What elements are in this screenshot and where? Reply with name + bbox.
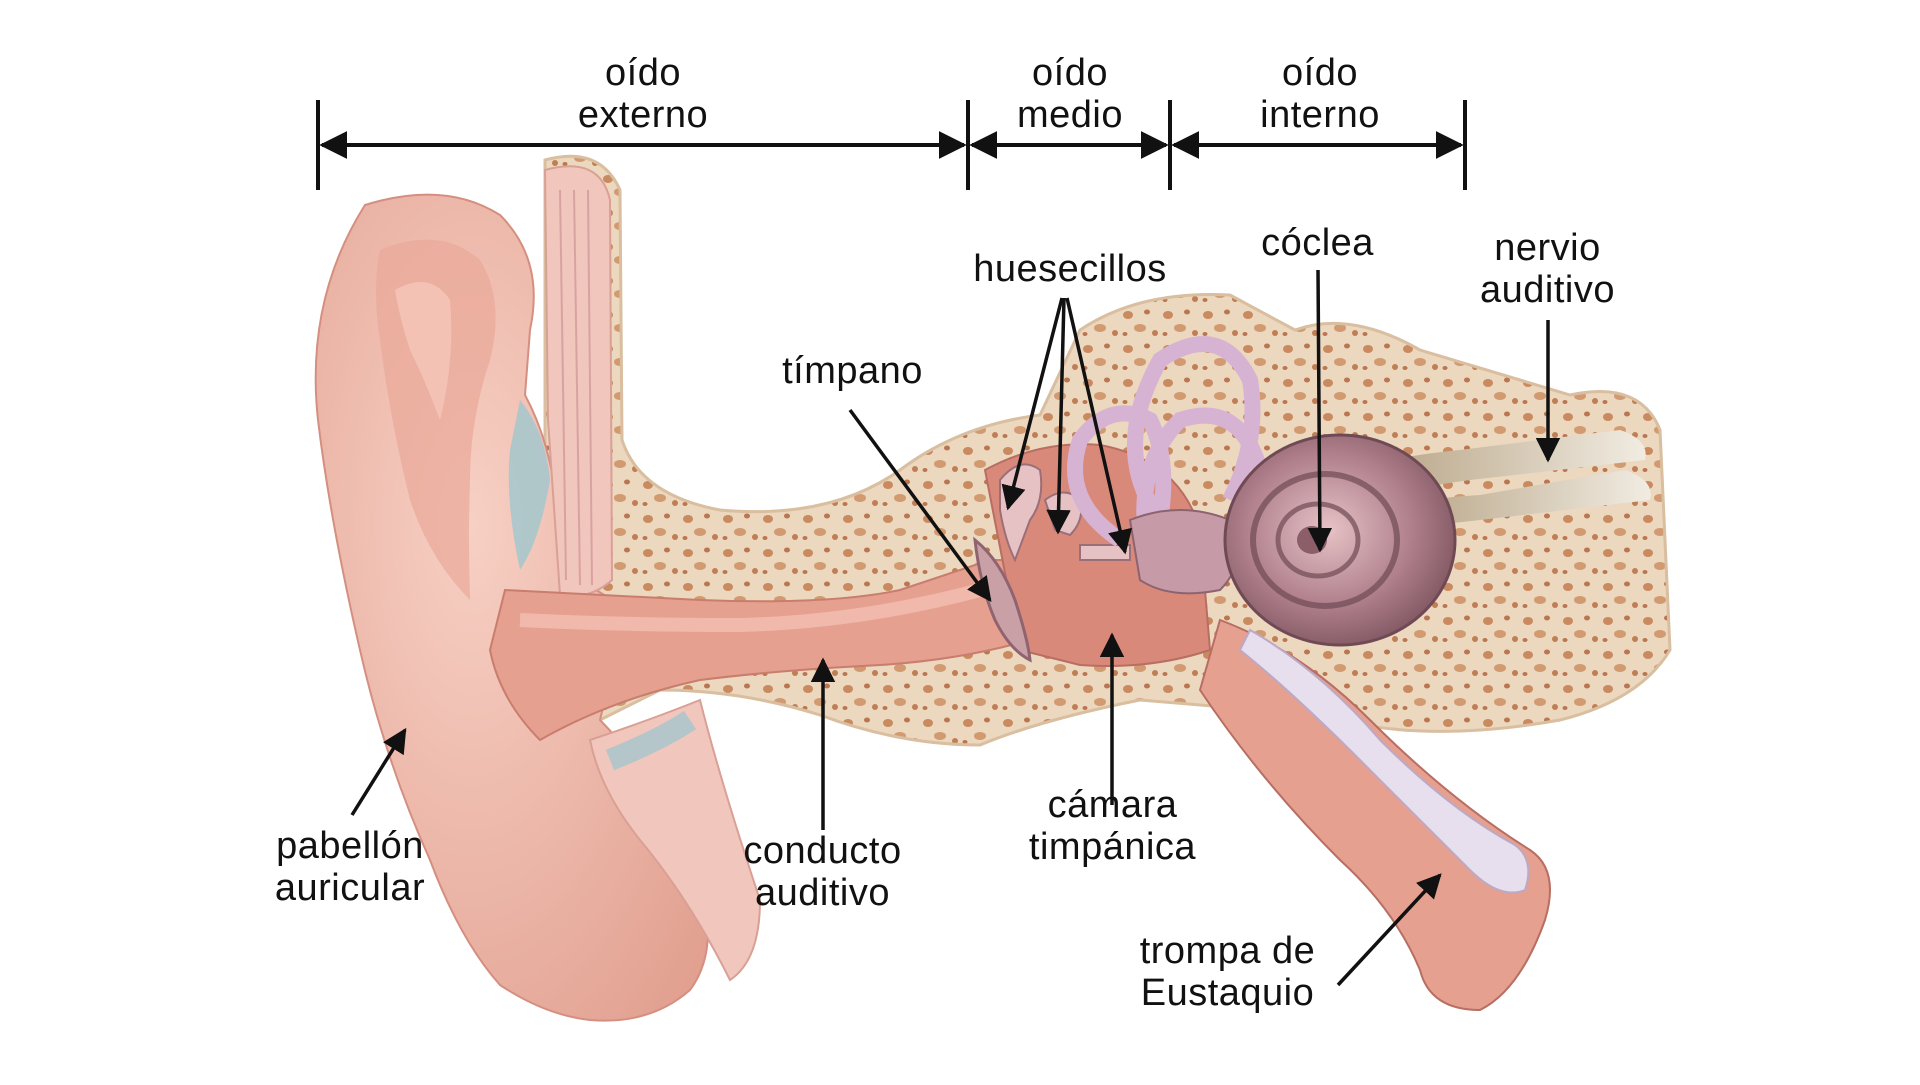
cochlea-shape [1223, 433, 1457, 647]
arrow-ossicle-3 [1065, 297, 1133, 555]
label-tympanic-chamber: cámara timpánica [1028, 784, 1197, 868]
eustachian-tube-shape [1198, 618, 1551, 1012]
region-label-outer: oído externo [577, 52, 709, 136]
region-label-middle: oído medio [1017, 52, 1123, 136]
arrow-ossicle-2 [1046, 297, 1071, 535]
semicircular-canals [1067, 336, 1268, 562]
arrow-cochlea [1307, 269, 1333, 553]
arrow-eustachian [1336, 873, 1442, 987]
region-brackets [316, 100, 1467, 190]
arrow-ossicle-1 [1001, 297, 1064, 511]
label-eardrum: tímpano [782, 350, 923, 392]
region-label-inner: oído interno [1260, 52, 1380, 136]
label-ear-canal: conducto auditivo [743, 830, 902, 914]
pointer-arrows [350, 269, 1561, 987]
label-pinna: pabellón auricular [274, 825, 426, 909]
arrow-pinna [350, 727, 407, 816]
ear-canal-shape [488, 559, 1031, 742]
vestibule [1128, 509, 1239, 595]
label-eustachian-tube: trompa de Eustaquio [1139, 930, 1316, 1014]
label-ossicles: huesecillos [973, 248, 1167, 290]
label-auditory-nerve: nervio auditivo [1480, 227, 1615, 311]
arrow-eardrum [848, 408, 992, 602]
label-cochlea: cóclea [1261, 222, 1374, 264]
